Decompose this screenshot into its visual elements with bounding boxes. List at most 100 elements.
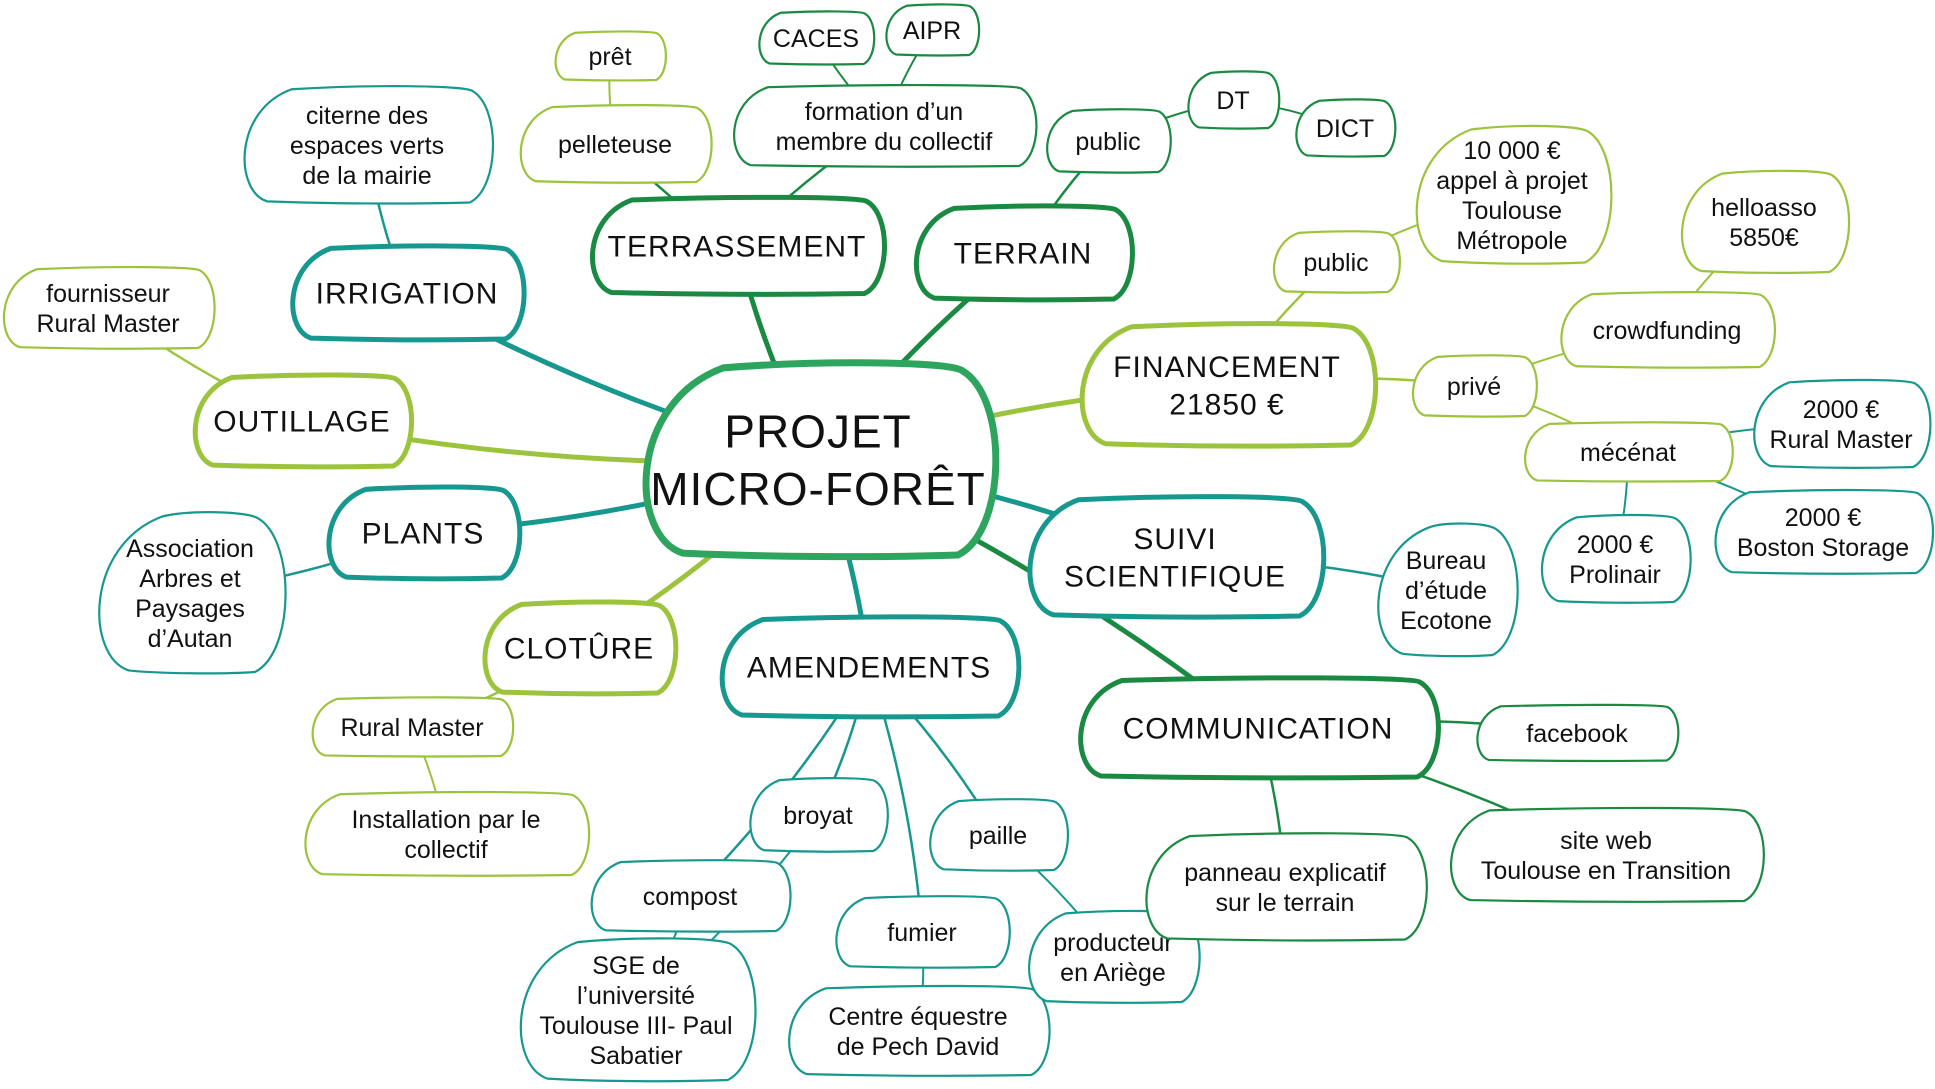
- node-bubble: [1753, 378, 1932, 469]
- node-bubble: [1415, 124, 1613, 265]
- node-label: panneau explicatif: [1184, 859, 1386, 887]
- node-bubble: [1145, 832, 1428, 942]
- node-label: sur le terrain: [1216, 889, 1355, 917]
- node-label: Sabatier: [589, 1042, 682, 1070]
- node-label: Arbres et: [139, 565, 240, 593]
- branch-node-irrigation: IRRIGATION: [290, 243, 527, 343]
- node-label: 2000 €: [1785, 504, 1862, 532]
- node-label: appel à projet: [1436, 167, 1588, 195]
- leaf-node-public_terrain: public: [1046, 108, 1172, 174]
- node-bubble: [1540, 513, 1692, 604]
- node-label: fumier: [887, 919, 956, 947]
- node-label: pelleteuse: [558, 131, 672, 159]
- node-bubble: [1377, 522, 1519, 658]
- node-label: facebook: [1526, 720, 1628, 748]
- node-label: Toulouse III- Paul: [539, 1012, 732, 1040]
- node-label: Prolinair: [1569, 561, 1661, 589]
- node-label: OUTILLAGE: [213, 406, 390, 439]
- node-bubble: [913, 203, 1135, 303]
- node-label: Toulouse: [1462, 197, 1562, 225]
- node-bubble: [2, 265, 216, 350]
- node-label: FINANCEMENT: [1113, 351, 1341, 384]
- node-label: TERRAIN: [954, 238, 1093, 271]
- node-bubble: [1681, 169, 1851, 274]
- node-bubble: [1714, 488, 1935, 575]
- node-bubble: [1560, 291, 1777, 369]
- node-bubble: [590, 194, 887, 297]
- node-label: privé: [1447, 373, 1501, 401]
- node-label: TERRASSEMENT: [608, 231, 867, 264]
- node-label: formation d’un: [805, 98, 963, 126]
- node-label: membre du collectif: [776, 128, 993, 156]
- branch-node-outillage: OUTILLAGE: [192, 372, 415, 470]
- leaf-node-compost: compost: [590, 859, 792, 933]
- node-bubble: [1187, 70, 1281, 130]
- leaf-node-broyat: broyat: [749, 777, 889, 853]
- node-label: Rural Master: [340, 714, 483, 742]
- node-label: Installation par le: [351, 806, 540, 834]
- leaf-node-dict: DICT: [1295, 98, 1397, 158]
- node-bubble: [929, 798, 1070, 872]
- node-label: helloasso: [1711, 194, 1817, 222]
- node-bubble: [1046, 108, 1172, 174]
- node-bubble: [1272, 230, 1401, 294]
- node-label: Bureau: [1406, 547, 1487, 575]
- node-label: paille: [969, 822, 1027, 850]
- node-label: d’Autan: [148, 625, 233, 653]
- node-label: CLOTÛRE: [504, 632, 654, 666]
- node-label: MICRO-FORÊT: [650, 463, 986, 515]
- leaf-node-crowdfunding: crowdfunding: [1560, 291, 1777, 369]
- node-label: public: [1303, 249, 1368, 277]
- leaf-node-rm2000: 2000 €Rural Master: [1753, 378, 1932, 469]
- node-label: mécénat: [1580, 439, 1676, 467]
- node-label: SCIENTIFIQUE: [1064, 560, 1286, 593]
- node-bubble: [519, 937, 757, 1083]
- node-bubble: [304, 790, 591, 877]
- leaf-node-paille: paille: [929, 798, 1070, 872]
- leaf-node-pelleteuse: pelleteuse: [519, 104, 713, 184]
- node-label: collectif: [404, 836, 487, 864]
- node-bubble: [243, 85, 495, 205]
- node-bubble: [1450, 806, 1765, 903]
- node-bubble: [1079, 321, 1379, 449]
- node-label: compost: [643, 883, 738, 911]
- node-bubble: [326, 484, 523, 582]
- node-label: DICT: [1316, 115, 1374, 143]
- node-label: de la mairie: [302, 162, 431, 190]
- node-label: Association: [126, 535, 254, 563]
- node-label: Boston Storage: [1737, 534, 1909, 562]
- leaf-node-facebook: facebook: [1476, 703, 1680, 763]
- branch-node-terrain: TERRAIN: [913, 203, 1135, 303]
- node-bubble: [758, 10, 876, 66]
- branch-node-communication: COMMUNICATION: [1078, 675, 1441, 781]
- node-bubble: [788, 984, 1051, 1077]
- node-label: public: [1075, 128, 1140, 156]
- leaf-node-dt: DT: [1187, 70, 1281, 130]
- node-label: Ecotone: [1400, 607, 1492, 635]
- node-label: broyat: [783, 802, 853, 830]
- node-label: site web: [1560, 827, 1652, 855]
- node-bubble: [835, 895, 1011, 969]
- leaf-node-rural_master_cloture: Rural Master: [311, 696, 515, 758]
- leaf-node-prive: privé: [1411, 354, 1538, 418]
- branch-node-amendements: AMENDEMENTS: [719, 614, 1022, 720]
- branch-node-plants: PLANTS: [326, 484, 523, 582]
- node-label: prêt: [588, 43, 631, 71]
- leaf-node-fumier: fumier: [835, 895, 1011, 969]
- node-label: Centre équestre: [828, 1003, 1007, 1031]
- node-bubble: [519, 104, 713, 184]
- node-label: fournisseur: [46, 280, 170, 308]
- leaf-node-caces: CACES: [758, 10, 876, 66]
